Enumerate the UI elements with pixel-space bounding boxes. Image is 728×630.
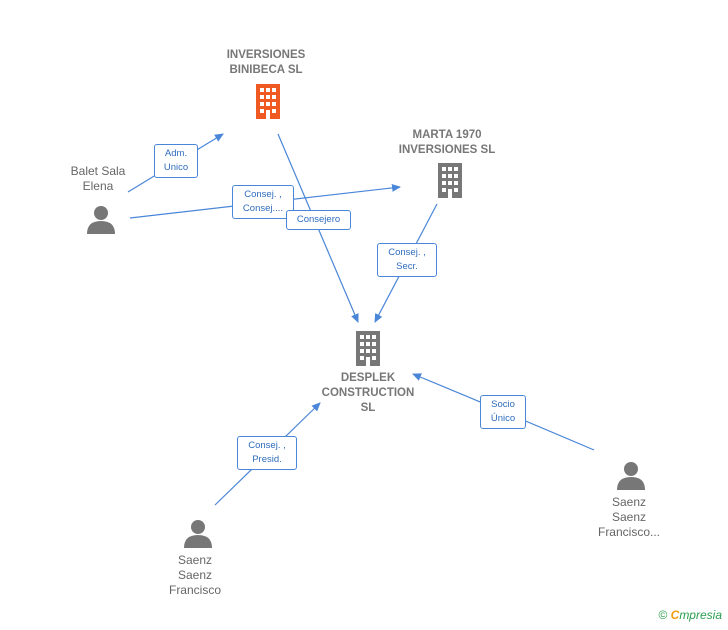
balet-label-line1: Balet Sala <box>70 164 126 178</box>
edge-label-line: Presid. <box>252 454 282 465</box>
edge-label-line: Consej. , <box>248 440 286 451</box>
edge-label-line: Único <box>490 413 516 424</box>
balet-label[interactable]: Balet Sala Elena <box>48 164 148 194</box>
saenz-b-label-line3: Francisco... <box>597 525 660 539</box>
copyright-symbol: © <box>658 608 668 622</box>
edge-label-line: Socio <box>491 399 515 410</box>
saenz-a-label[interactable]: Saenz Saenz Francisco <box>145 553 245 598</box>
edge-label-consej-secr[interactable]: Consej. , Secr. <box>377 243 437 277</box>
binibeca-label-line2: BINIBECA SL <box>229 64 303 76</box>
desplek-label-line1: DESPLEK <box>340 372 396 384</box>
edge-label-line: Consejero <box>296 214 341 225</box>
person-icon[interactable] <box>183 518 213 548</box>
desplek-label[interactable]: DESPLEK CONSTRUCTION SL <box>308 371 428 416</box>
person-icon[interactable] <box>616 460 646 490</box>
edge-label-socio-unico[interactable]: Socio Único <box>480 395 526 429</box>
saenz-b-label[interactable]: Saenz Saenz Francisco... <box>578 495 680 540</box>
person-icon[interactable] <box>86 204 116 234</box>
saenz-a-label-line2: Saenz <box>177 568 213 582</box>
marta-label-line2: INVERSIONES SL <box>398 144 496 156</box>
edge-label-consejero[interactable]: Consejero <box>286 210 351 230</box>
edge-label-consej-consej[interactable]: Consej. , Consej.... <box>232 185 294 219</box>
edge-label-line: Adm. <box>164 148 188 159</box>
empresia-logo: © Cmpresia <box>658 608 722 622</box>
edge-label-line: Secr. <box>396 261 418 272</box>
desplek-label-line2: CONSTRUCTION <box>321 387 415 399</box>
building-icon[interactable] <box>252 84 284 120</box>
balet-label-line2: Elena <box>82 179 114 193</box>
marta-label-line1: MARTA 1970 <box>412 129 482 141</box>
edge-label-line: Unico <box>163 162 189 173</box>
building-icon[interactable] <box>434 163 466 199</box>
marta-label[interactable]: MARTA 1970 INVERSIONES SL <box>387 128 507 158</box>
saenz-b-label-line1: Saenz <box>611 495 647 509</box>
edge-label-adm-unico[interactable]: Adm. Unico <box>154 144 198 178</box>
saenz-b-label-line2: Saenz <box>611 510 647 524</box>
saenz-a-label-line3: Francisco <box>168 583 221 597</box>
edge-label-line: Consej. , <box>244 189 282 200</box>
logo-text: mpresia <box>679 608 722 622</box>
logo-letter: C <box>670 608 680 622</box>
desplek-label-line3: SL <box>360 402 376 414</box>
edge-label-consej-presid[interactable]: Consej. , Presid. <box>237 436 297 470</box>
binibeca-label[interactable]: INVERSIONES BINIBECA SL <box>206 48 326 78</box>
saenz-a-label-line1: Saenz <box>177 553 213 567</box>
edge-label-line: Consej.... <box>242 203 284 214</box>
building-icon[interactable] <box>352 331 384 367</box>
binibeca-label-line1: INVERSIONES <box>226 49 306 61</box>
edge-label-line: Consej. , <box>388 247 426 258</box>
